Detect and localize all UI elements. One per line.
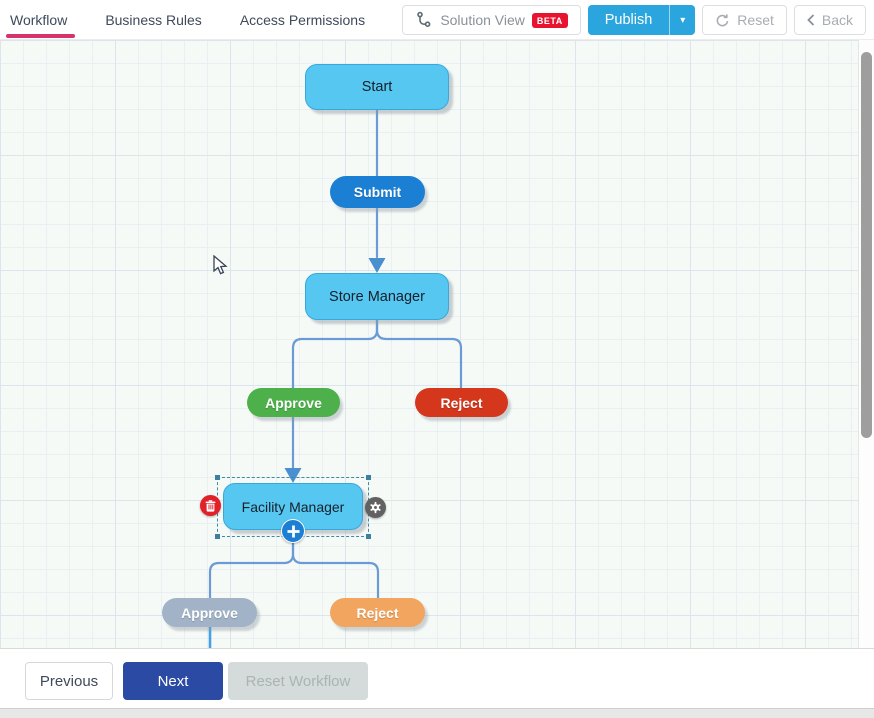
reset-label: Reset xyxy=(737,12,774,28)
node-settings-button[interactable] xyxy=(365,497,386,518)
pill-submit[interactable]: Submit xyxy=(330,176,425,208)
node-start[interactable]: Start xyxy=(305,64,449,110)
beta-badge: BETA xyxy=(531,12,568,28)
refresh-icon xyxy=(715,13,730,28)
scrollbar-thumb[interactable] xyxy=(861,52,872,438)
vertical-scrollbar[interactable] xyxy=(858,40,874,648)
tab-business-rules[interactable]: Business Rules xyxy=(105,12,202,28)
chevron-left-icon xyxy=(807,14,815,26)
selection-handle[interactable] xyxy=(215,475,220,480)
delete-node-button[interactable] xyxy=(200,495,221,516)
top-actions: Solution View BETA Publish ▾ Reset xyxy=(402,5,866,35)
chevron-down-icon: ▾ xyxy=(680,14,686,26)
selection-handle[interactable] xyxy=(366,534,371,539)
plus-icon xyxy=(286,524,300,538)
pill-reject-store[interactable]: Reject xyxy=(415,388,508,417)
connector-lines xyxy=(208,108,463,664)
trash-icon xyxy=(205,499,216,512)
back-button[interactable]: Back xyxy=(793,5,866,35)
workflow-canvas[interactable]: Start Submit Store Manager Approve Rejec… xyxy=(0,40,874,718)
top-bar: Workflow Business Rules Access Permissio… xyxy=(0,0,874,40)
previous-button[interactable]: Previous xyxy=(25,662,113,700)
publish-split-button: Publish ▾ xyxy=(587,5,696,35)
tab-access-permissions[interactable]: Access Permissions xyxy=(239,12,366,28)
pill-reject-facility[interactable]: Reject xyxy=(330,598,425,627)
node-store-manager[interactable]: Store Manager xyxy=(305,273,449,320)
tab-strip: Workflow Business Rules Access Permissio… xyxy=(5,0,367,40)
reset-workflow-button[interactable]: Reset Workflow xyxy=(228,662,368,700)
selection-handle[interactable] xyxy=(215,534,220,539)
gear-icon xyxy=(369,501,382,514)
arrowhead-store-manager xyxy=(368,258,386,273)
solution-view-label: Solution View xyxy=(440,12,525,28)
pill-approve-store[interactable]: Approve xyxy=(247,388,340,417)
solution-view-icon xyxy=(415,11,433,29)
bottom-strip xyxy=(0,708,874,718)
publish-dropdown-button[interactable]: ▾ xyxy=(669,5,696,35)
tab-workflow[interactable]: Workflow xyxy=(5,0,76,40)
reset-button[interactable]: Reset xyxy=(702,5,787,35)
add-node-button[interactable] xyxy=(281,519,305,543)
arrowhead-facility-manager xyxy=(284,468,302,483)
back-label: Back xyxy=(821,12,853,28)
selection-handle[interactable] xyxy=(366,475,371,480)
solution-view-button[interactable]: Solution View BETA xyxy=(402,5,581,35)
next-button[interactable]: Next xyxy=(123,662,223,700)
wizard-footer: Previous Next Reset Workflow xyxy=(0,648,874,708)
publish-button[interactable]: Publish xyxy=(587,5,670,35)
pill-approve-facility[interactable]: Approve xyxy=(162,598,257,627)
